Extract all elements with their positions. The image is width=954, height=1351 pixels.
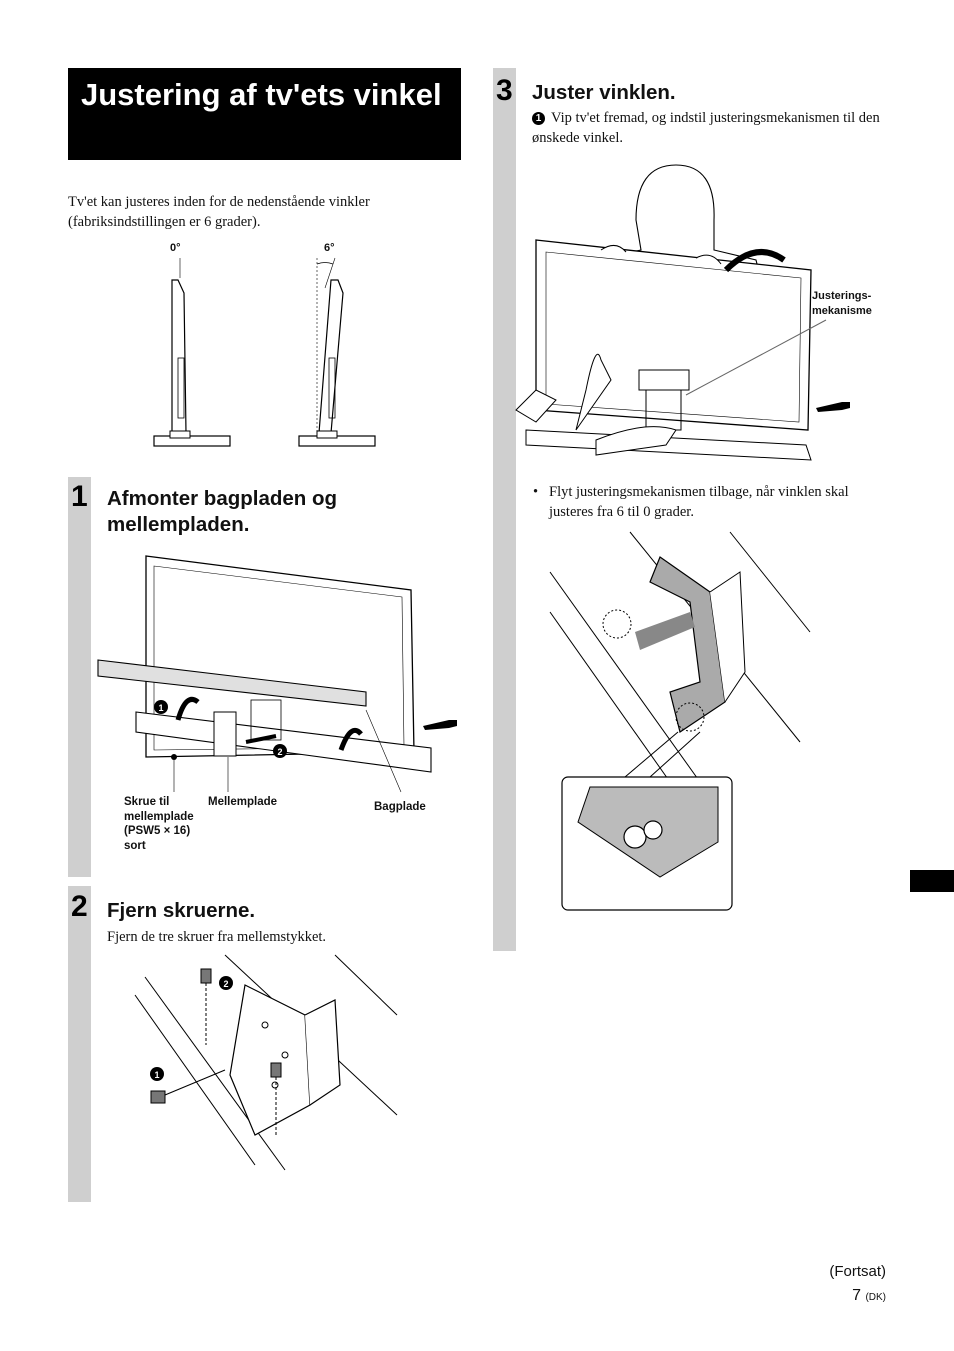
step2-callout-1: 1 — [154, 1070, 159, 1080]
hand-pointer-icon — [816, 402, 850, 412]
bracket-screws-illustration: 2 1 — [134, 954, 398, 1171]
continued-label: (Fortsat) — [829, 1263, 886, 1280]
label-mellemplade: Mellemplade — [208, 796, 278, 808]
side-tab — [910, 870, 954, 892]
tv-back-illustration: 1 2 — [97, 555, 432, 793]
step1-title: Afmonter bagpladen og mellempladen. — [107, 487, 338, 536]
tv-side-view-0-degree — [153, 258, 231, 447]
step3-item-text: Vip tv'et fremad, og indstil justeringsm… — [532, 110, 880, 146]
label-bagplade: Bagplade — [374, 801, 426, 813]
page-title-text: Justering af tv'ets vinkel — [81, 77, 442, 112]
page-title: Justering af tv'ets vinkel — [68, 68, 461, 160]
step2-callout-2: 2 — [223, 979, 228, 989]
mechanism-detail-illustration — [549, 531, 811, 911]
page-number: 7 (DK) — [852, 1287, 886, 1305]
step1-bar — [68, 477, 91, 877]
hand-pointer-icon — [423, 720, 457, 730]
step1-callout-2: 2 — [277, 747, 282, 757]
step3-bar — [493, 68, 516, 951]
angle-0-label: 0° — [170, 242, 181, 254]
tv-side-view-6-degree — [298, 257, 376, 447]
page-number-value: 7 — [852, 1287, 861, 1304]
step2-number: 2 — [71, 890, 88, 923]
bullet-dot: • — [533, 484, 539, 500]
tilt-tv-illustration — [515, 164, 827, 461]
label-justeringsmekanisme: Justerings- mekanisme — [812, 290, 872, 317]
step3-item-marker: 1 — [532, 112, 545, 125]
step3-number: 3 — [496, 74, 513, 107]
page-number-suffix: (DK) — [865, 1292, 886, 1303]
intro-text: Tv'et kan justeres inden for de nedenstå… — [68, 194, 370, 230]
label-screw: Skrue til mellemplade (PSW5 × 16) sort — [124, 796, 194, 852]
step1-callout-1: 1 — [158, 703, 163, 713]
step1-number: 1 — [71, 480, 88, 513]
step2-text: Fjern de tre skruer fra mellemstykket. — [107, 929, 327, 945]
step2-title: Fjern skruerne. — [107, 899, 256, 922]
step3-bullet: Flyt justeringsmekanismen tilbage, når v… — [549, 484, 849, 520]
angle-6-label: 6° — [324, 242, 335, 254]
step3-title: Juster vinklen. — [532, 81, 676, 104]
step2-bar — [68, 886, 91, 1202]
